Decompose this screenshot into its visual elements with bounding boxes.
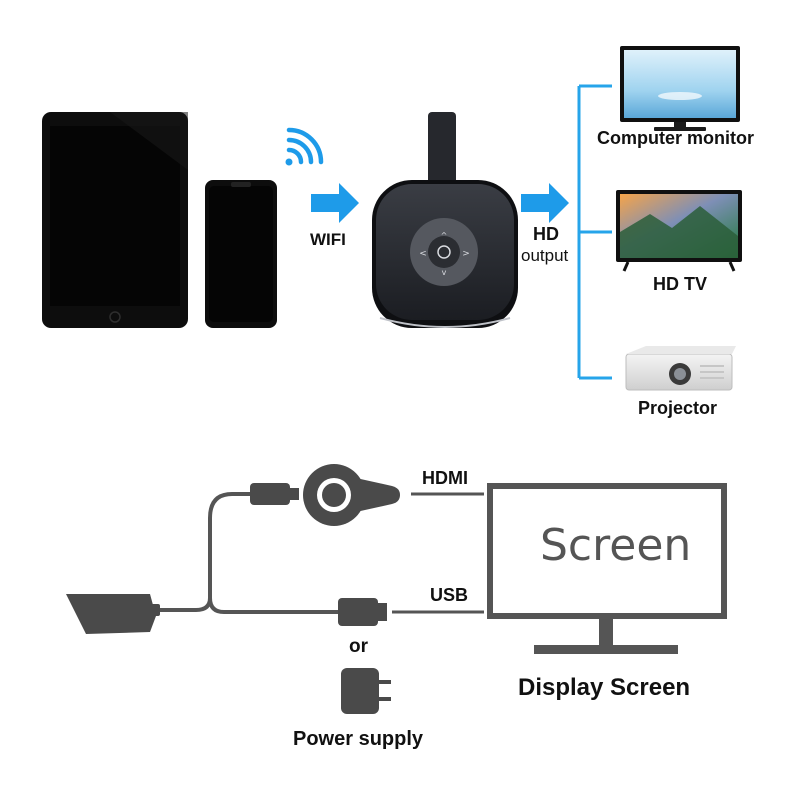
power-supply-label: Power supply: [293, 728, 423, 751]
svg-text:>: >: [462, 249, 470, 259]
hdmi-plug: [250, 483, 299, 505]
screen-word: Screen: [540, 520, 691, 571]
computer-monitor-icon: [620, 46, 740, 131]
hd-output-arrow: [521, 183, 569, 223]
hd-tv-icon: [616, 190, 742, 271]
dongle-side-view: [303, 464, 400, 526]
usb-label: USB: [430, 585, 468, 606]
svg-text:v: v: [442, 268, 447, 277]
projector-icon: [626, 346, 736, 390]
svg-text:<: <: [419, 249, 427, 259]
target-label-projector: Projector: [638, 398, 717, 419]
smartphone-device: [205, 180, 277, 328]
wifi-signal-icon: [286, 130, 322, 166]
usb-wall-adapter: [66, 594, 160, 634]
target-label-hd-tv: HD TV: [653, 274, 707, 295]
tablet-device: [42, 112, 188, 328]
wifi-label: WIFI: [310, 230, 346, 250]
or-label: or: [349, 636, 368, 658]
power-supply-icon: [341, 668, 391, 714]
hd-label: HD: [533, 224, 559, 245]
hdmi-label: HDMI: [422, 468, 468, 489]
wireless-dongle: ^ v < >: [372, 112, 518, 328]
display-screen-label: Display Screen: [518, 674, 690, 702]
usb-plug: [338, 598, 387, 626]
target-label-computer-monitor: Computer monitor: [597, 128, 754, 149]
wifi-arrow: [311, 183, 359, 223]
output-label: output: [521, 246, 568, 266]
svg-text:^: ^: [441, 231, 448, 240]
